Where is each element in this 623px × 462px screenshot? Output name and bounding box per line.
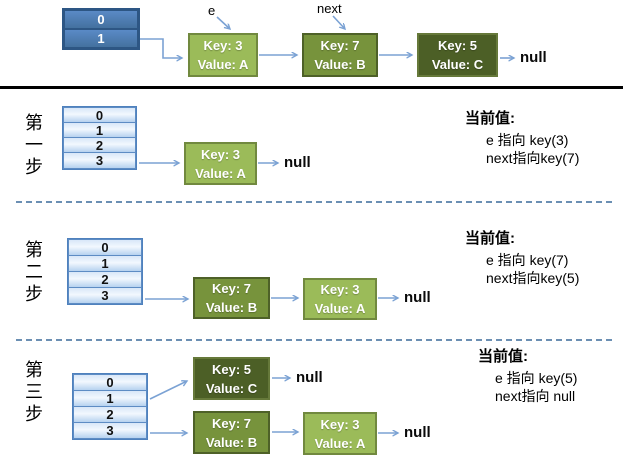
bucket-cell-2: 2 xyxy=(68,271,142,288)
status-line: next指向 null xyxy=(495,388,576,404)
node-value: Value: A xyxy=(314,301,366,316)
status-line: next指向key(5) xyxy=(486,270,580,286)
step1-label: 第一步 xyxy=(23,113,43,179)
step3-bucket-to-key5-arrow xyxy=(149,381,187,400)
step-divider-dashed xyxy=(16,339,612,341)
node-key: Key: 7 xyxy=(211,415,252,431)
node-key: Key: 7 xyxy=(211,281,252,296)
null-label: null xyxy=(296,369,323,386)
e-pointer-label: e xyxy=(208,3,216,18)
null-label: null xyxy=(404,289,431,306)
null-label: null xyxy=(404,424,431,441)
node-key: Key: 3 xyxy=(320,282,360,297)
node-key: Key: 7 xyxy=(320,38,360,53)
status-title: 当前值: xyxy=(465,110,515,127)
next-pointer-label: next xyxy=(317,1,342,16)
top-bucket-to-key3-arrow xyxy=(140,38,182,58)
null-label: null xyxy=(284,154,311,171)
bucket-cell-2: 2 xyxy=(63,137,136,153)
node-key: Key: 5 xyxy=(211,361,252,377)
node-key3: Key: 3 Value: A xyxy=(184,142,257,185)
step-divider-dashed xyxy=(16,201,612,203)
node-value: Value: A xyxy=(195,165,246,181)
bucket-cell-0: 0 xyxy=(73,374,147,391)
status-line: e 指向 key(5) xyxy=(495,370,578,386)
node-key: Key: 3 xyxy=(200,146,241,162)
node-value: Value: A xyxy=(197,57,249,72)
node-value: Value: C xyxy=(431,57,484,72)
node-key3: Key: 3 Value: A xyxy=(188,33,258,77)
node-key7: Key: 7 Value: B xyxy=(193,411,270,454)
node-key5: Key: 5 Value: C xyxy=(193,357,270,400)
node-key: Key: 3 xyxy=(320,416,360,432)
step1-bucket-table: 0 1 2 3 xyxy=(62,106,137,170)
node-value: Value: B xyxy=(314,57,366,72)
step2-status: 当前值: e 指向 key(7) next指向key(5) xyxy=(465,227,579,287)
bucket-cell-3: 3 xyxy=(68,287,142,304)
bucket-cell-3: 3 xyxy=(63,152,136,169)
bucket-cell-1: 1 xyxy=(68,255,142,272)
bucket-cell-0: 0 xyxy=(68,239,142,256)
bucket-cell-3: 3 xyxy=(73,422,147,439)
bucket-cell-0: 0 xyxy=(64,10,138,29)
bucket-cell-1: 1 xyxy=(73,390,147,407)
node-key3: Key: 3 Value: A xyxy=(303,278,377,320)
step1-status: 当前值: e 指向 key(3) next指向key(7) xyxy=(465,107,579,167)
status-title: 当前值: xyxy=(478,348,528,365)
step3-status: 当前值: e 指向 key(5) next指向 null xyxy=(478,345,577,405)
section-divider xyxy=(0,86,623,89)
bucket-cell-1: 1 xyxy=(64,29,138,48)
node-value: Value: B xyxy=(205,300,258,315)
node-key7: Key: 7 Value: B xyxy=(193,277,270,319)
node-value: Value: B xyxy=(205,434,258,450)
node-key: Key: 5 xyxy=(437,38,478,53)
step3-bucket-table: 0 1 2 3 xyxy=(72,373,148,440)
bucket-cell-2: 2 xyxy=(73,406,147,423)
status-line: next指向key(7) xyxy=(486,150,580,166)
e-pointer-arrow xyxy=(216,16,230,29)
null-label: null xyxy=(520,49,547,66)
status-line: e 指向 key(7) xyxy=(486,252,569,268)
top-bucket-table: 0 1 xyxy=(62,8,140,50)
node-key7: Key: 7 Value: B xyxy=(302,33,378,77)
bucket-cell-0: 0 xyxy=(63,107,136,123)
step2-label: 第二步 xyxy=(23,240,43,306)
bucket-cell-1: 1 xyxy=(63,122,136,138)
node-value: Value: C xyxy=(205,380,258,396)
node-key5: Key: 5 Value: C xyxy=(417,33,498,77)
status-line: e 指向 key(3) xyxy=(486,132,569,148)
next-pointer-arrow xyxy=(332,15,345,29)
status-title: 当前值: xyxy=(465,230,515,247)
node-key3: Key: 3 Value: A xyxy=(303,412,377,455)
step3-label: 第三步 xyxy=(23,360,43,426)
node-key: Key: 3 xyxy=(203,38,243,53)
node-value: Value: A xyxy=(314,435,366,451)
step2-bucket-table: 0 1 2 3 xyxy=(67,238,143,305)
